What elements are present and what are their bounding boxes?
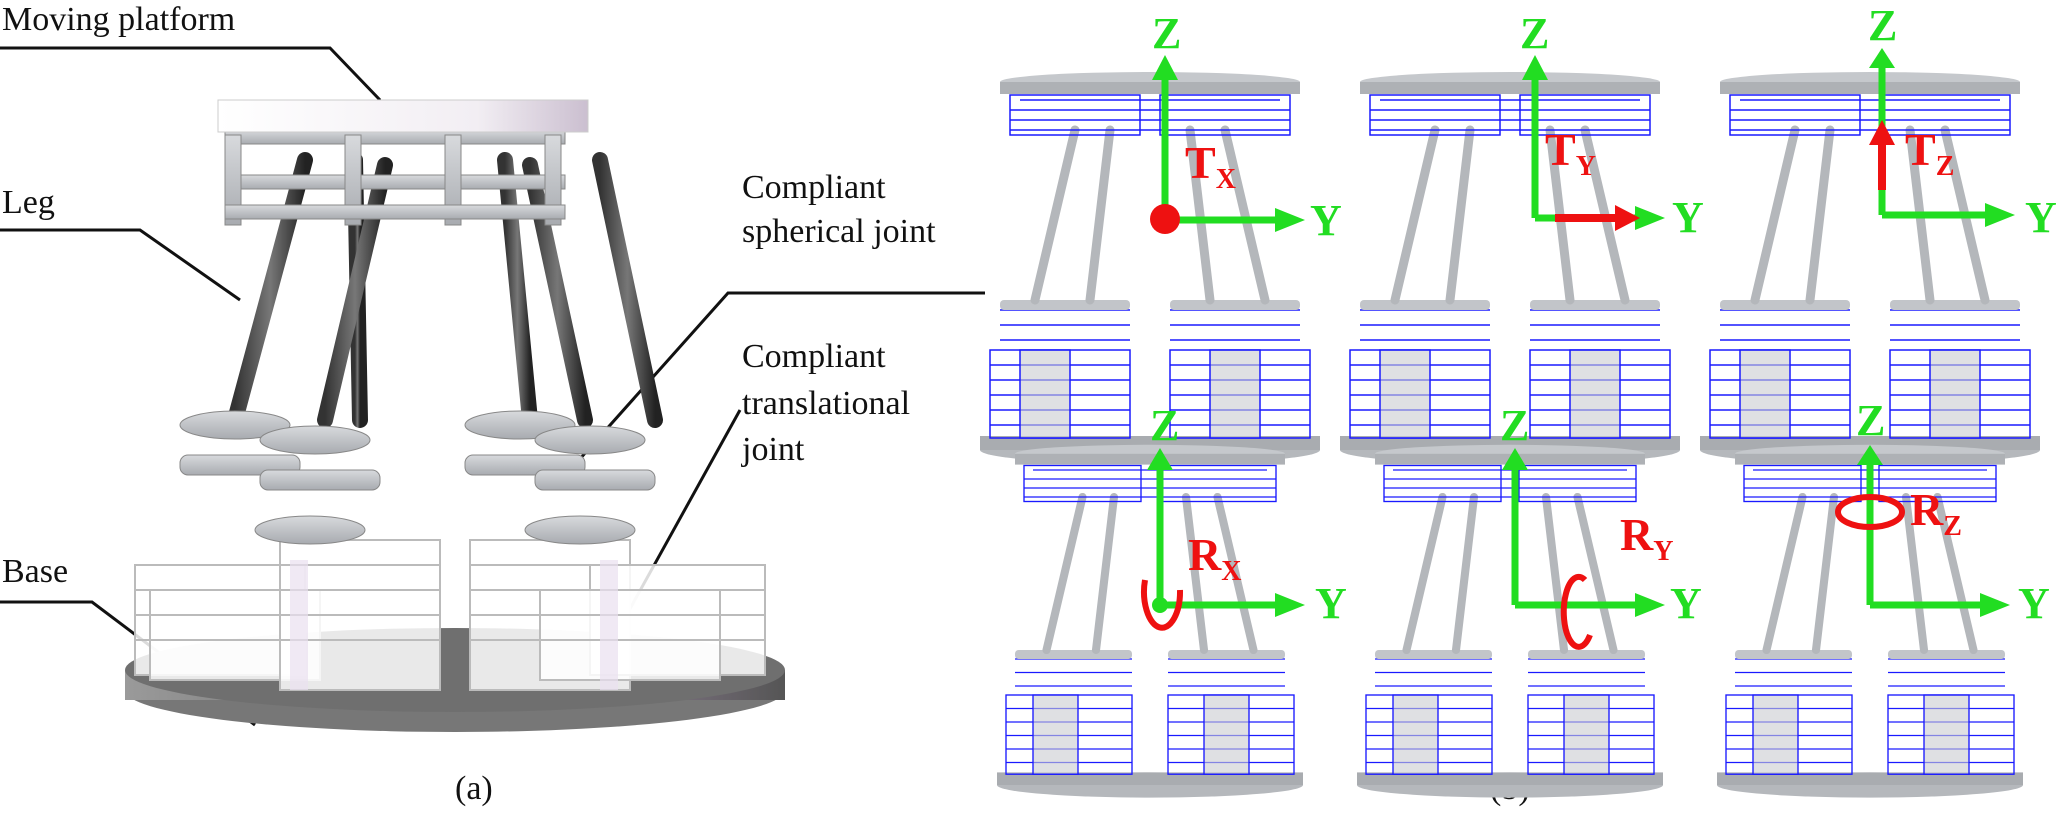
caption-a: (a) — [455, 770, 493, 807]
motion-label-6: RZ — [1910, 484, 1962, 542]
axis-z-6: Z — [1856, 396, 1885, 445]
axis-y-5: Y — [1670, 579, 1702, 628]
axis-z-3: Z — [1868, 1, 1897, 50]
axis-y-2: Y — [1672, 193, 1704, 242]
axis-y-1: Y — [1310, 196, 1342, 245]
label-translational-joint-2: translational — [742, 385, 911, 422]
view-ry — [1357, 445, 1663, 798]
motion-label-5: RY — [1620, 509, 1673, 567]
panel-a-mechanism — [125, 99, 785, 732]
axis-z-1: Z — [1152, 9, 1181, 58]
label-spherical-joint-2: spherical joint — [742, 213, 936, 250]
axis-y-6: Y — [2018, 579, 2050, 628]
axis-y-4: Y — [1315, 579, 1347, 628]
axis-y-3: Y — [2025, 193, 2057, 242]
label-translational-joint-3: joint — [742, 431, 805, 468]
axis-z-5: Z — [1500, 401, 1529, 450]
label-spherical-joint-1: Compliant — [742, 169, 886, 206]
motion-label-2: TY — [1545, 124, 1596, 182]
label-base: Base — [2, 553, 69, 590]
leader-moving-platform — [0, 46, 382, 102]
axis-z-4: Z — [1150, 401, 1179, 450]
motion-label-4: RX — [1188, 529, 1241, 587]
motion-label-3: TZ — [1905, 124, 1954, 182]
motion-label-1: TX — [1185, 137, 1236, 195]
label-translational-joint-1: Compliant — [742, 338, 886, 375]
label-leg: Leg — [2, 184, 55, 221]
axes-overlays: Z Y TX Z Y TY Z Y TZ Z Y RX Z Y RY — [1141, 1, 2057, 650]
tx-dot — [1150, 204, 1180, 234]
leader-spherical-joint — [568, 291, 985, 471]
leader-leg — [0, 228, 241, 302]
label-moving-platform: Moving platform — [2, 1, 236, 38]
axis-z-2: Z — [1520, 9, 1549, 58]
